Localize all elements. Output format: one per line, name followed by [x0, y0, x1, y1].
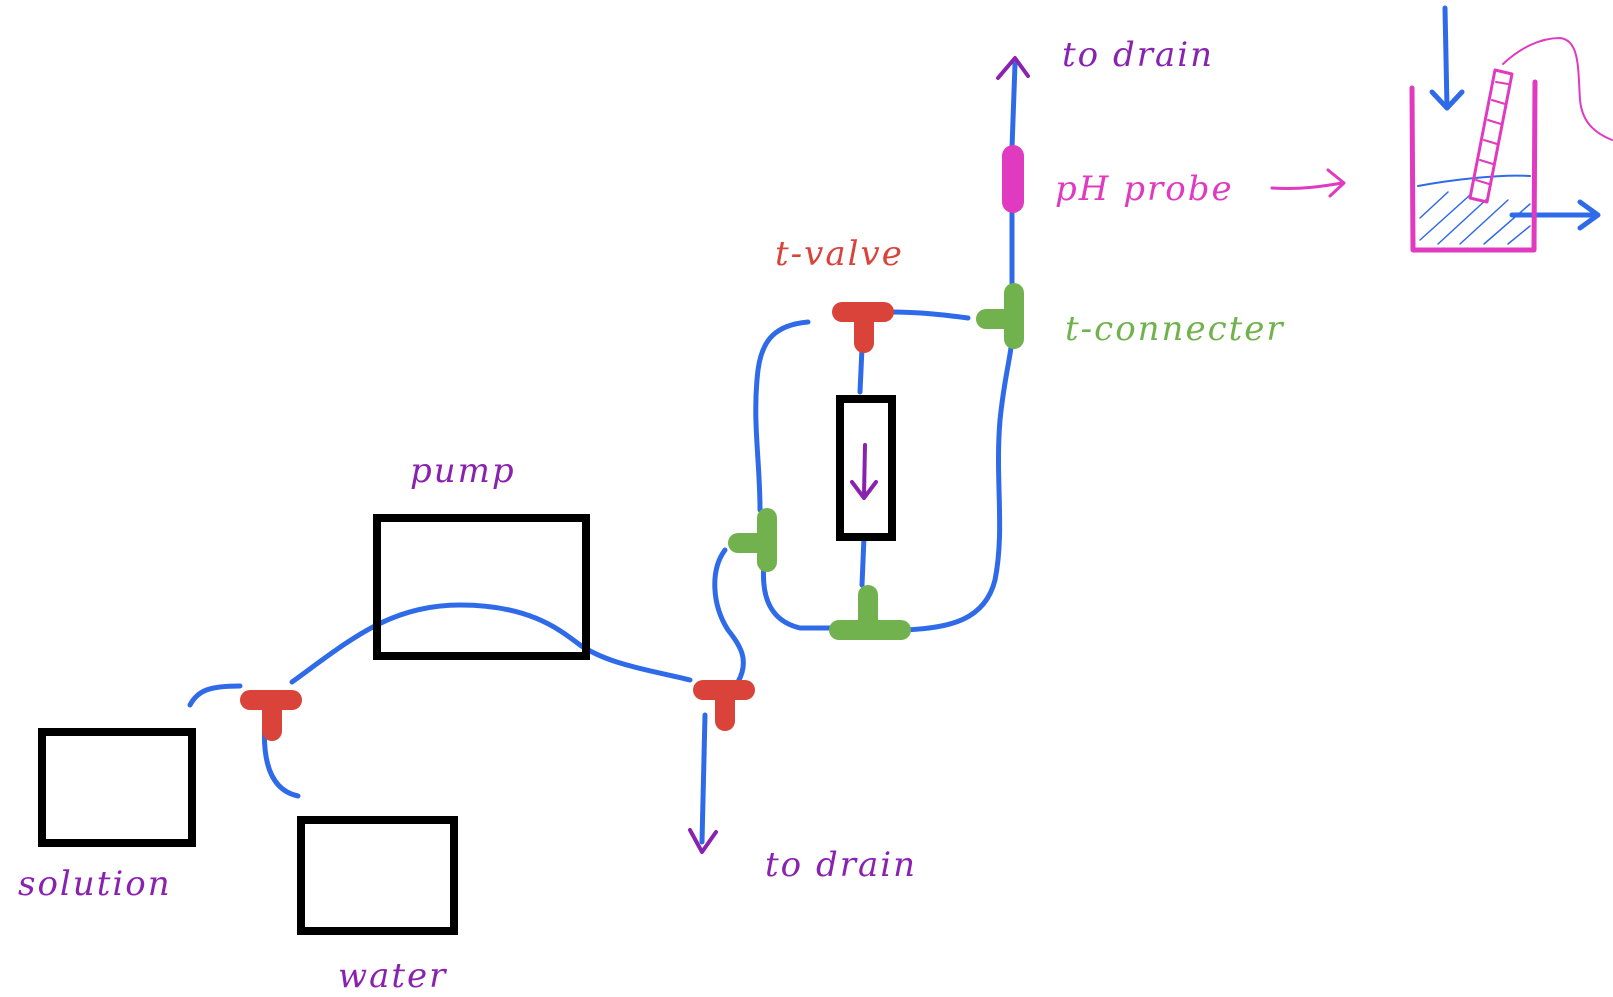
- tube-left-loop-upper: [753, 319, 811, 513]
- tube-probe-up-to-drain: [1009, 61, 1018, 151]
- t-connectors: [728, 283, 1024, 640]
- labels: pump solution water to drain to drain t-…: [18, 35, 1285, 996]
- t-connector-icon: [728, 508, 777, 572]
- tube-tvalve-to-tconnector: [887, 309, 971, 321]
- flow-arrow-icon: [688, 828, 718, 854]
- tube-solution-to-valve: [187, 683, 243, 708]
- column-box: [836, 395, 896, 541]
- flow-arrow-icon: [850, 443, 878, 500]
- tube-drain-down: [699, 712, 708, 845]
- solution-label: solution: [18, 864, 172, 904]
- tubing: [187, 5, 1599, 845]
- tube-column-down: [859, 534, 867, 588]
- water-label: water: [338, 956, 447, 996]
- solution-box: [38, 728, 196, 847]
- flow-arrow-icon: [1429, 89, 1465, 111]
- pump-label: pump: [410, 451, 516, 491]
- t-connector-icon: [976, 283, 1024, 349]
- tube-valve-through-pump: [289, 602, 693, 685]
- tube-valve-to-connector-left: [712, 547, 746, 685]
- t-valve-icon: [832, 302, 894, 353]
- flow-arrow-icon: [1577, 199, 1601, 231]
- t-valve-label: t-valve: [775, 234, 904, 274]
- t-valve-icon: [240, 690, 302, 741]
- beaker-icon: [1409, 37, 1613, 253]
- tube-beaker-inlet: [1442, 5, 1450, 111]
- t-connector-label: t-connecter: [1065, 309, 1285, 349]
- tube-tvalve-down-to-column: [857, 345, 865, 395]
- flow-arrows: [688, 56, 1601, 854]
- tube-right-loop: [902, 337, 1015, 633]
- drain-bottom-label: to drain: [765, 845, 917, 885]
- pump-box: [373, 514, 590, 660]
- ph-probe-icon: [1002, 145, 1024, 213]
- water-box: [297, 816, 458, 935]
- equipment-boxes: [38, 395, 896, 935]
- t-valves: [240, 302, 894, 741]
- t-valve-icon: [693, 680, 755, 731]
- t-connector-icon: [829, 585, 911, 640]
- flow-arrow-icon: [996, 56, 1030, 80]
- flow-arrow-icon: [1270, 168, 1346, 198]
- drain-top-label: to drain: [1062, 35, 1214, 75]
- ph-probe-label: pH probe: [1055, 169, 1234, 209]
